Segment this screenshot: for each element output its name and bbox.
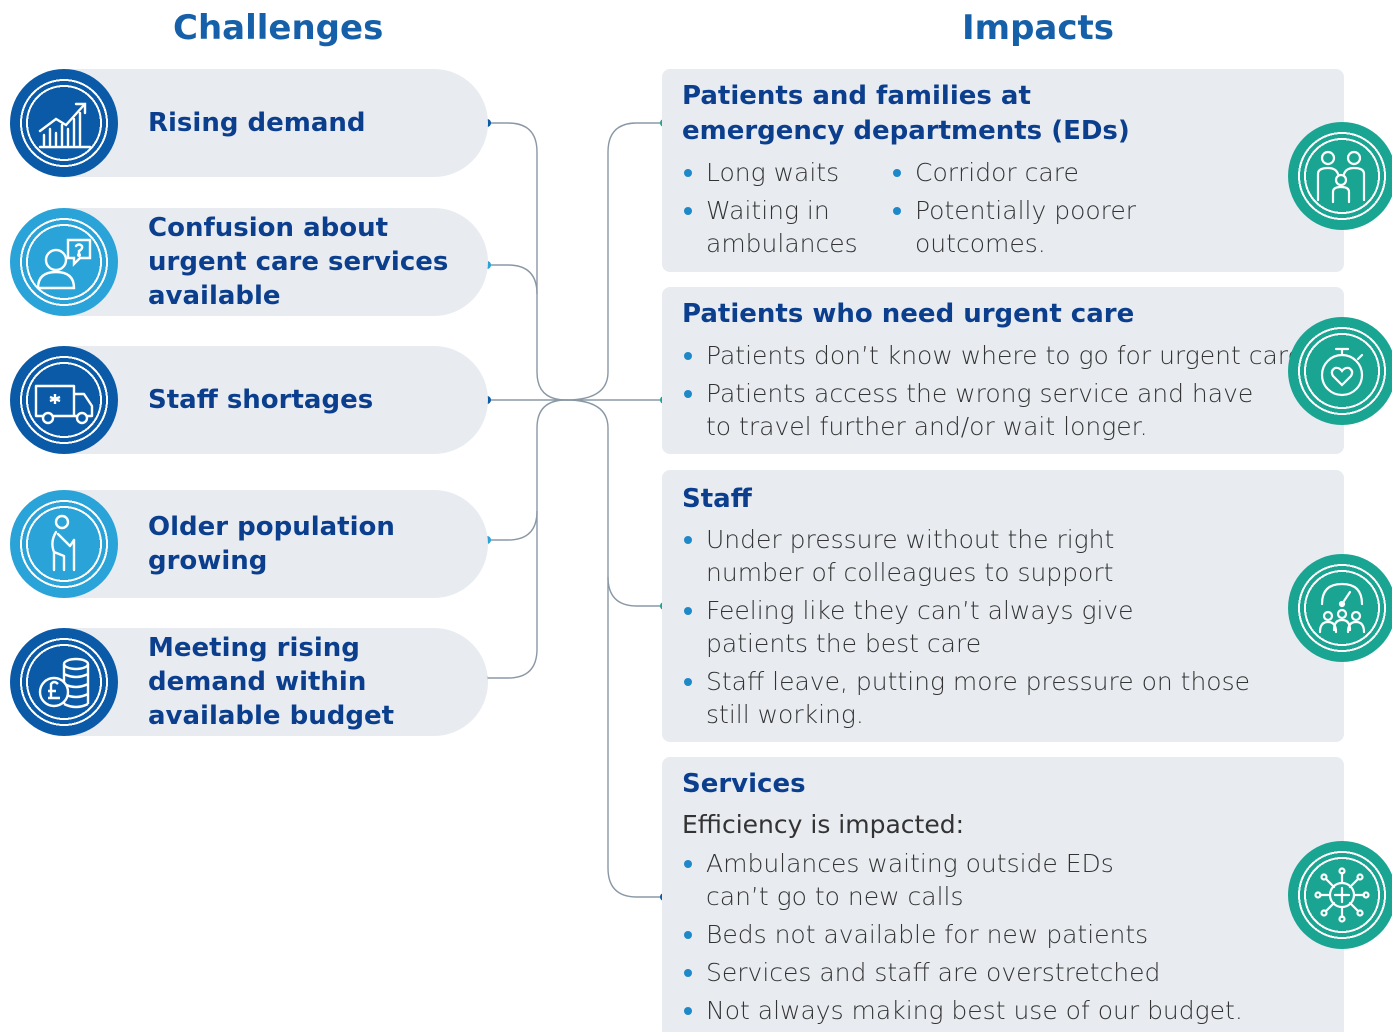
rising-chart-icon: [10, 69, 118, 177]
card-intro: Efficiency is impacted:: [682, 810, 964, 839]
impact-card-services: Services Efficiency is impacted: Ambulan…: [662, 757, 1344, 1032]
card-title: Patients who need urgent care: [682, 299, 1135, 329]
challenge-label: Staff shortages: [148, 385, 374, 415]
challenge-label: Confusion about urgent care services ava…: [148, 213, 449, 311]
card-title: Services: [682, 769, 806, 799]
card-title: Patients and families at emergency depar…: [682, 81, 1130, 146]
pound-coins-icon: [10, 628, 118, 736]
list-item: Not always making best use of our budget…: [684, 994, 1306, 1027]
list-item: Long waits: [684, 156, 876, 189]
list-item: Patients access the wrong service and ha…: [684, 377, 1286, 443]
list-item: Beds not available for new patients: [684, 918, 1306, 951]
challenge-label: Older population growing: [148, 512, 395, 576]
impact-card-staff: Staff Under pressure without the right n…: [662, 470, 1344, 742]
family-icon: [1288, 122, 1392, 230]
list-item: Feeling like they can’t always give pati…: [684, 594, 1216, 660]
list-item: Waiting in ambulances: [684, 194, 876, 260]
team-pressure-icon: [1288, 554, 1392, 662]
list-item: Ambulances waiting outside EDs can’t go …: [684, 847, 1176, 913]
list-item: Staff leave, putting more pressure on th…: [684, 665, 1281, 731]
challenge-budget: Meeting rising demand within available b…: [16, 628, 488, 736]
list-item: Patients don’t know where to go for urge…: [684, 339, 1306, 372]
list-item: Corridor care: [893, 156, 1155, 189]
card-title: Staff: [682, 484, 752, 514]
list-item: Under pressure without the right number …: [684, 523, 1216, 589]
person-question-icon: [10, 208, 118, 316]
ambulance-icon: [10, 346, 118, 454]
elderly-person-icon: [10, 490, 118, 598]
impact-card-urgent: Patients who need urgent care Patients d…: [662, 287, 1344, 454]
challenges-heading: Challenges: [173, 8, 384, 48]
impacts-heading: Impacts: [962, 8, 1115, 48]
list-item: Services and staff are overstretched: [684, 956, 1306, 989]
medical-network-icon: [1288, 841, 1392, 949]
challenge-label: Rising demand: [148, 108, 366, 138]
challenge-label: Meeting rising demand within available b…: [148, 633, 395, 731]
list-item: Potentially poorer outcomes.: [893, 194, 1155, 260]
challenge-confusion: Confusion about urgent care services ava…: [16, 208, 488, 316]
stopwatch-heart-icon: [1288, 317, 1392, 425]
impact-card-ed: Patients and families at emergency depar…: [662, 69, 1344, 272]
